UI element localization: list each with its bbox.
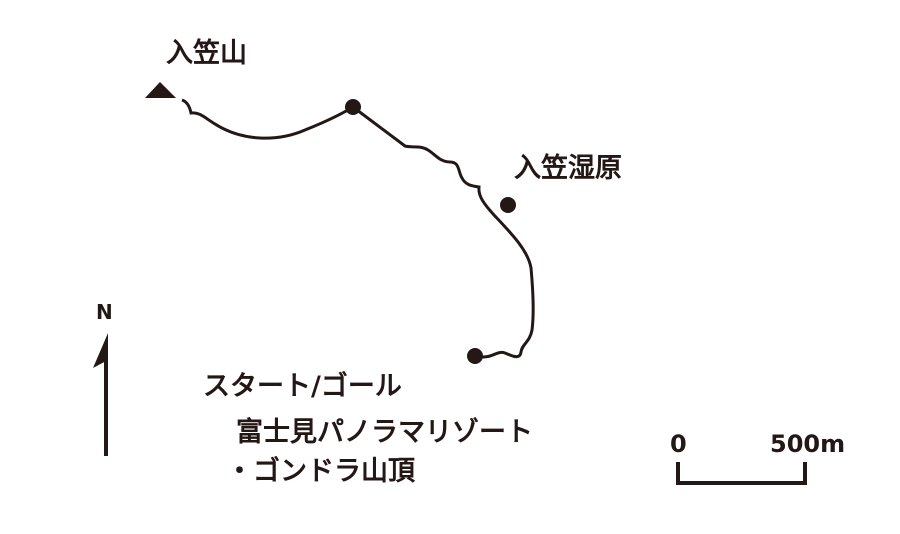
hiking-route <box>181 98 535 359</box>
gondola-label: ・ゴンドラ山頂 <box>226 456 415 487</box>
marsh-label: 入笠湿原 <box>514 153 622 184</box>
summit-triangle-icon <box>145 82 176 98</box>
scale-zero-label: 0 <box>670 430 687 458</box>
start-goal-label: スタート/ゴール <box>203 371 402 402</box>
north-label: N <box>96 300 113 324</box>
scale-bar <box>676 462 807 485</box>
scale-distance-label: 500m <box>770 430 846 458</box>
start-goal-dot-icon <box>467 348 483 364</box>
summit-label: 入笠山 <box>166 38 247 69</box>
marsh-dot-icon <box>500 197 516 213</box>
waypoint-dot <box>345 99 361 115</box>
north-arrow-icon <box>93 333 108 456</box>
resort-label: 富士見パノラマリゾート <box>236 417 533 448</box>
